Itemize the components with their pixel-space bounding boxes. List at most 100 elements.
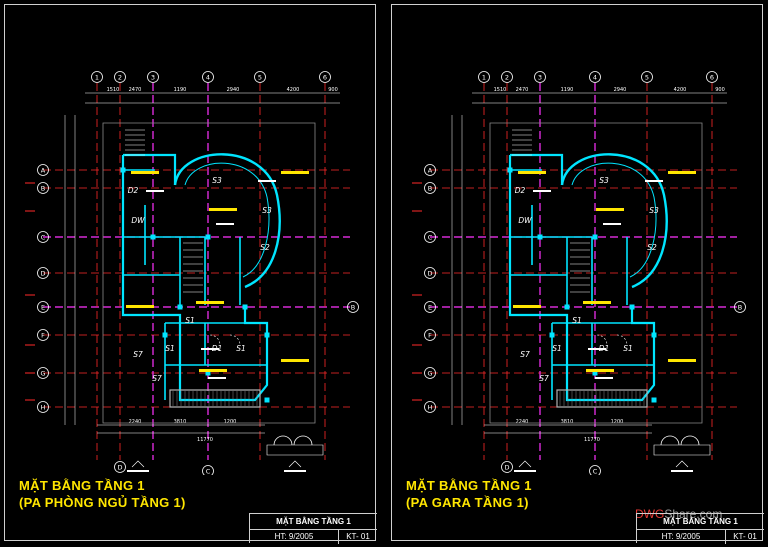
grid-bubble-top-label: 2: [505, 74, 509, 82]
grid-bubble-top-label: 1: [95, 74, 99, 82]
grid-bubble-left-label: H: [428, 404, 433, 412]
title-block-name: MẶT BẰNG TẦNG 1: [250, 514, 377, 530]
entrance-step: [653, 444, 711, 456]
grid-bubble-top-circle: [478, 71, 490, 83]
grid-bubble-left-label: C: [41, 234, 46, 242]
entry-arrow: [518, 460, 532, 468]
entry-arrow: [675, 460, 689, 468]
dimension-text: 1510: [107, 87, 120, 93]
grid-bubble-left-label: A: [41, 167, 46, 175]
column: [205, 370, 211, 376]
room-name-tag: [209, 208, 237, 211]
grid-bubble-left-circle: [37, 267, 49, 279]
grid-bubble-left-label: G: [40, 370, 45, 378]
column: [592, 370, 598, 376]
grid-bubble-right-label: B: [738, 304, 742, 312]
grid-bubble-left-circle: [37, 329, 49, 341]
window-code: D2: [515, 186, 526, 195]
window-code: S3: [649, 206, 659, 215]
window-code: DW: [518, 216, 532, 225]
column: [651, 397, 657, 403]
column: [629, 304, 635, 310]
window-code: S3: [262, 206, 272, 215]
elevation-mark: [603, 223, 621, 225]
window-code: S7: [133, 350, 143, 359]
column: [242, 304, 248, 310]
grid-bubble-left-label: D: [427, 270, 432, 278]
grid-bubble-left-circle: [37, 182, 49, 194]
grid-bubble-left-circle: [424, 367, 436, 379]
grid-bubble-left-circle: [424, 164, 436, 176]
grid-bubble-right-label: B: [351, 304, 355, 312]
window-code: S3: [599, 176, 609, 185]
door-swing: [229, 334, 241, 346]
elevation-mark: [588, 348, 606, 350]
dimension-text: 3810: [174, 419, 187, 425]
elevation-mark: [201, 348, 219, 350]
grid-bubble-top-label: 5: [645, 74, 649, 82]
room-name-tag: [513, 305, 541, 308]
room-name-tag: [668, 359, 696, 362]
column: [205, 234, 211, 240]
window-code: S7: [539, 374, 549, 383]
grid-bubble-left-circle: [37, 367, 49, 379]
grid-bubble-left-circle: [424, 231, 436, 243]
window-code: S3: [212, 176, 222, 185]
grid-bubble-left-circle: [37, 231, 49, 243]
title-block: MẶT BẰNG TẦNG 1 HT: 9/2005 KT- 01: [636, 513, 764, 544]
grid-bubble-left-circle: [424, 401, 436, 413]
grid-bubble-left-circle: [424, 267, 436, 279]
column: [564, 304, 570, 310]
elevation-mark: [533, 190, 551, 192]
grid-bubble-bottom-label: C: [206, 468, 211, 476]
window-code: S1: [572, 316, 582, 325]
grid-bubble-top-label: 4: [593, 74, 597, 82]
title-block-date: HT: 9/2005: [250, 530, 339, 544]
dimension-text: 2470: [516, 87, 529, 93]
window-code: S2: [647, 243, 657, 252]
grid-bubble-top-circle: [589, 71, 601, 83]
grid-bubble-left-circle: [37, 301, 49, 313]
column: [537, 234, 543, 240]
exterior-wall: [121, 153, 269, 402]
room-name-tag: [199, 369, 227, 372]
dimension-text: 2940: [614, 87, 627, 93]
room-name-tag: [596, 208, 624, 211]
entry-arrow: [131, 460, 145, 468]
grid-bubble-top-label: 2: [118, 74, 122, 82]
column: [150, 234, 156, 240]
entry-label: [284, 470, 306, 472]
room-name-tag: [281, 171, 309, 174]
grid-bubble-left-circle: [37, 401, 49, 413]
dimension-text: 2240: [129, 419, 142, 425]
dimension-text: 1510: [494, 87, 507, 93]
window-code: S1: [623, 344, 633, 353]
grid-bubble-left-label: E: [41, 304, 45, 312]
arch: [293, 435, 313, 446]
arch: [660, 435, 680, 446]
balustrade: [556, 389, 648, 408]
elevation-mark: [258, 180, 276, 182]
window-code: D2: [128, 186, 139, 195]
arch: [273, 435, 293, 446]
column: [120, 167, 126, 173]
elevation-mark: [216, 223, 234, 225]
room-name-tag: [281, 359, 309, 362]
grid-bubble-left-label: F: [428, 332, 432, 340]
grid-bubble-top-circle: [706, 71, 718, 83]
window-code: S7: [152, 374, 162, 383]
room-name-tag: [668, 171, 696, 174]
grid-bubble-top-circle: [91, 71, 103, 83]
balustrade: [169, 389, 261, 408]
grid-bubble-top-circle: [254, 71, 266, 83]
curved-wall: [173, 153, 281, 289]
entry-label: [127, 470, 149, 472]
column: [177, 304, 183, 310]
title-block-code: KT- 01: [346, 532, 370, 541]
door-swing: [596, 334, 608, 346]
grid-bubble-top-circle: [534, 71, 546, 83]
column: [507, 167, 513, 173]
dimension-text: 2940: [227, 87, 240, 93]
